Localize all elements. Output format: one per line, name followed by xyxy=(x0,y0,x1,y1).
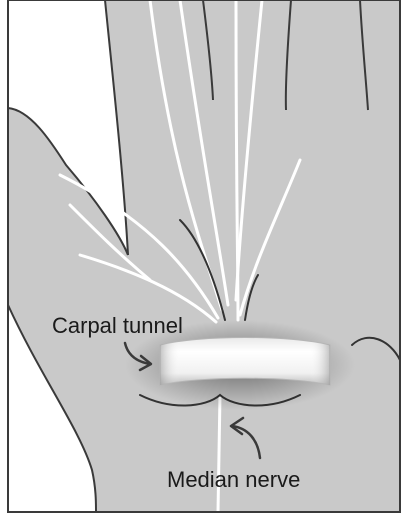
carpal-tunnel-label: Carpal tunnel xyxy=(52,313,183,338)
median-nerve-label: Median nerve xyxy=(167,467,300,492)
carpal-tunnel-ligament xyxy=(160,338,330,386)
median-nerve xyxy=(218,395,220,512)
